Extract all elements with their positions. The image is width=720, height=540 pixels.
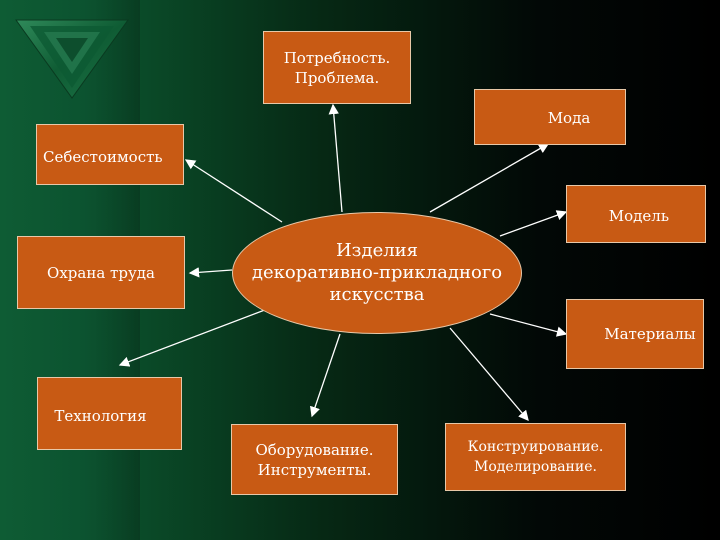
- node-need: Потребность. Проблема.: [263, 31, 411, 104]
- central-node-line-3: искусства: [329, 284, 425, 305]
- node-equipment: Оборудование. Инструменты.: [231, 424, 398, 495]
- node-fashion: Мода: [474, 89, 626, 145]
- central-node-line-2: декоративно-прикладного: [251, 262, 503, 283]
- node-design-line-2: Моделирование.: [474, 459, 597, 475]
- node-need-line-2: Проблема.: [294, 68, 380, 87]
- node-labor: Охрана труда: [17, 236, 185, 309]
- central-node: Изделия декоративно-прикладного искусств…: [232, 212, 522, 334]
- arrow-to-cost: [184, 159, 283, 223]
- node-need-line-1: Потребность.: [283, 48, 391, 67]
- arrow-to-labor: [188, 267, 233, 278]
- arrow-to-equipment: [310, 333, 341, 418]
- arrow-to-fashion: [429, 143, 550, 213]
- node-fashion-label: Мода: [547, 109, 591, 127]
- arrow-to-design: [449, 327, 529, 421]
- node-model: Модель: [566, 185, 706, 243]
- node-equipment-line-2: Инструменты.: [257, 460, 372, 479]
- arrow-to-materials: [489, 313, 568, 337]
- arrow-to-need: [328, 103, 343, 213]
- node-materials-label: Материалы: [604, 325, 696, 343]
- node-design-line-1: Конструирование.: [467, 439, 604, 455]
- central-node-line-1: Изделия: [335, 240, 419, 261]
- node-cost-label: Себестоимость: [43, 148, 163, 166]
- node-model-label: Модель: [608, 207, 669, 225]
- green-triangle-emblem-icon: [15, 19, 129, 99]
- node-materials: Материалы: [566, 299, 704, 369]
- node-technology: Технология: [37, 377, 182, 450]
- arrow-to-model: [499, 210, 568, 237]
- node-technology-label: Технология: [54, 406, 147, 425]
- node-cost: Себестоимость: [36, 124, 184, 185]
- node-equipment-line-1: Оборудование.: [255, 440, 374, 459]
- node-design: Конструирование. Моделирование.: [445, 423, 626, 491]
- node-labor-label: Охрана труда: [47, 263, 155, 282]
- arrow-to-technology: [118, 307, 271, 367]
